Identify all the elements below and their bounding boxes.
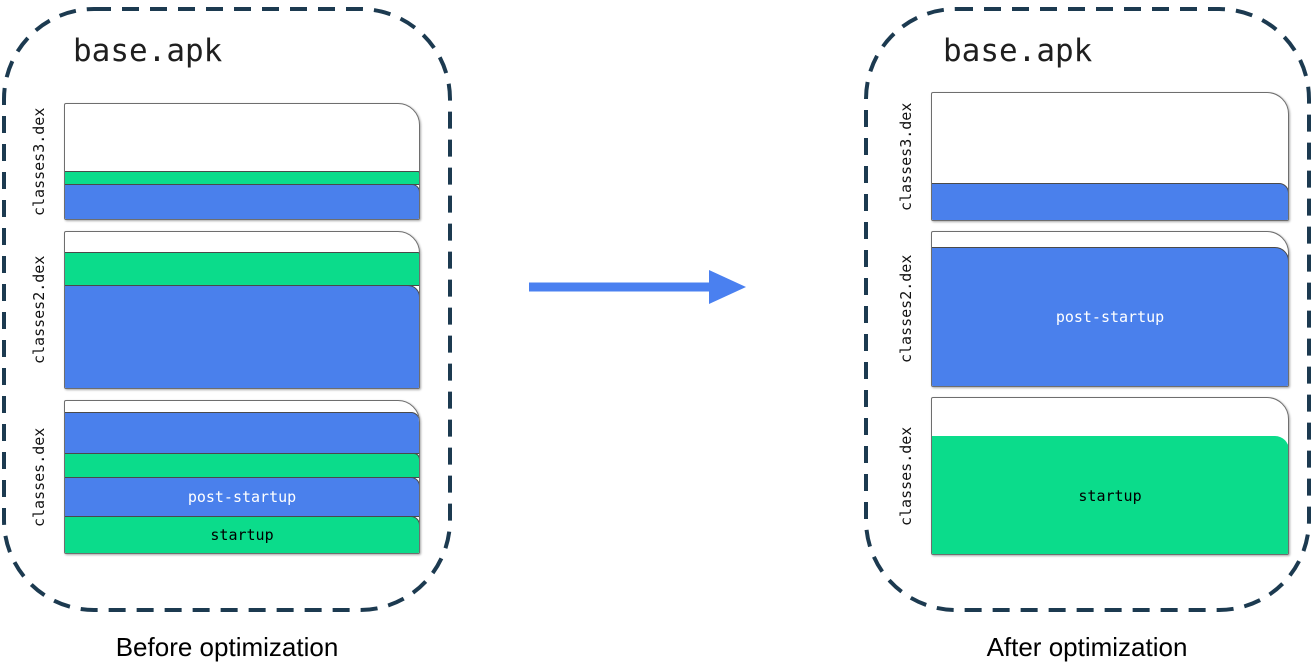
- band-other-blue: [65, 412, 419, 454]
- band-startup: startup: [65, 516, 419, 553]
- after-classes2-label: classes2.dex: [897, 254, 915, 364]
- arrow-head-icon: [709, 270, 746, 304]
- band-other-blue: [65, 184, 419, 219]
- after-apk-title: base.apk: [943, 33, 1093, 69]
- before-apk-title: base.apk: [73, 33, 223, 69]
- before-classes-file: post-startup startup: [64, 400, 420, 554]
- after-classes2-file: post-startup: [931, 231, 1289, 387]
- band-other-green: [65, 453, 419, 478]
- before-classes3-file: [64, 103, 420, 220]
- before-apk-container: [2, 7, 452, 612]
- band-post-startup: post-startup: [932, 247, 1288, 386]
- band-startup: startup: [932, 436, 1288, 554]
- after-classes-file: startup: [931, 397, 1289, 555]
- before-classes3-label: classes3.dex: [30, 107, 48, 216]
- band-other-green: [65, 171, 419, 185]
- after-classes3-label: classes3.dex: [897, 102, 915, 211]
- band-other-blue: [65, 285, 419, 388]
- before-classes2-file: [64, 231, 420, 389]
- after-classes3-file: [931, 92, 1289, 221]
- after-caption: After optimization: [986, 632, 1188, 662]
- band-post-startup: post-startup: [65, 477, 419, 517]
- before-classes-label: classes.dex: [30, 427, 48, 527]
- after-classes-label: classes.dex: [897, 426, 915, 526]
- before-caption: Before optimization: [115, 632, 339, 662]
- band-other-green: [65, 252, 419, 286]
- before-classes2-label: classes2.dex: [30, 255, 48, 365]
- after-apk-container: [864, 7, 1311, 612]
- band-other-blue: [932, 183, 1288, 220]
